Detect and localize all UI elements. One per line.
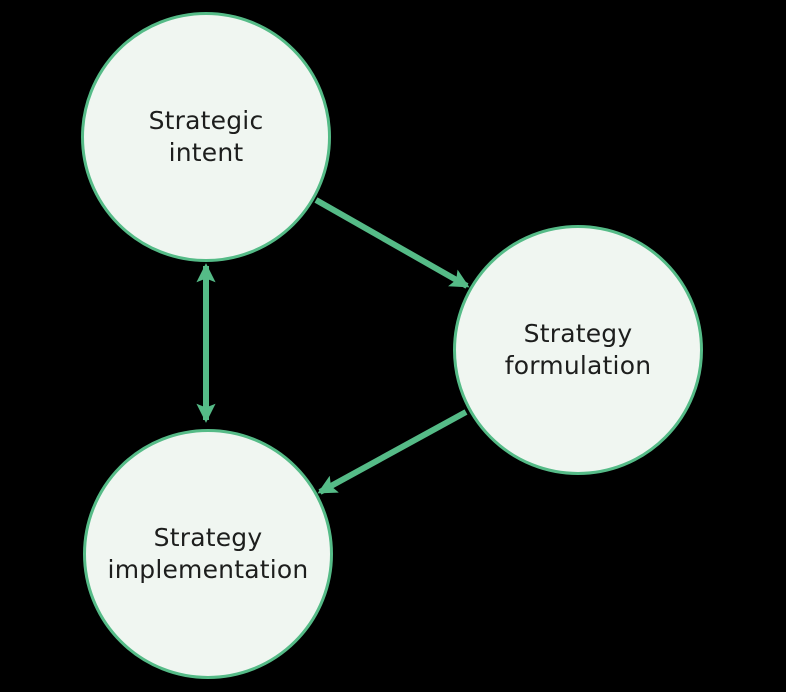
node-label-line: intent bbox=[168, 138, 244, 167]
arrow-formulation-to-implementation bbox=[317, 409, 468, 495]
node-label-line: Strategy bbox=[153, 523, 263, 552]
node-strategic-intent: Strategic intent bbox=[81, 12, 331, 262]
node-label-line: Strategy bbox=[523, 319, 633, 348]
node-label-line: formulation bbox=[504, 351, 652, 380]
node-strategy-implementation: Strategy implementation bbox=[83, 429, 333, 679]
arrow-intent-to-formulation bbox=[314, 197, 470, 289]
node-label-line: Strategic bbox=[148, 106, 264, 135]
node-label-line: implementation bbox=[107, 555, 309, 584]
node-strategy-formulation: Strategy formulation bbox=[453, 225, 703, 475]
